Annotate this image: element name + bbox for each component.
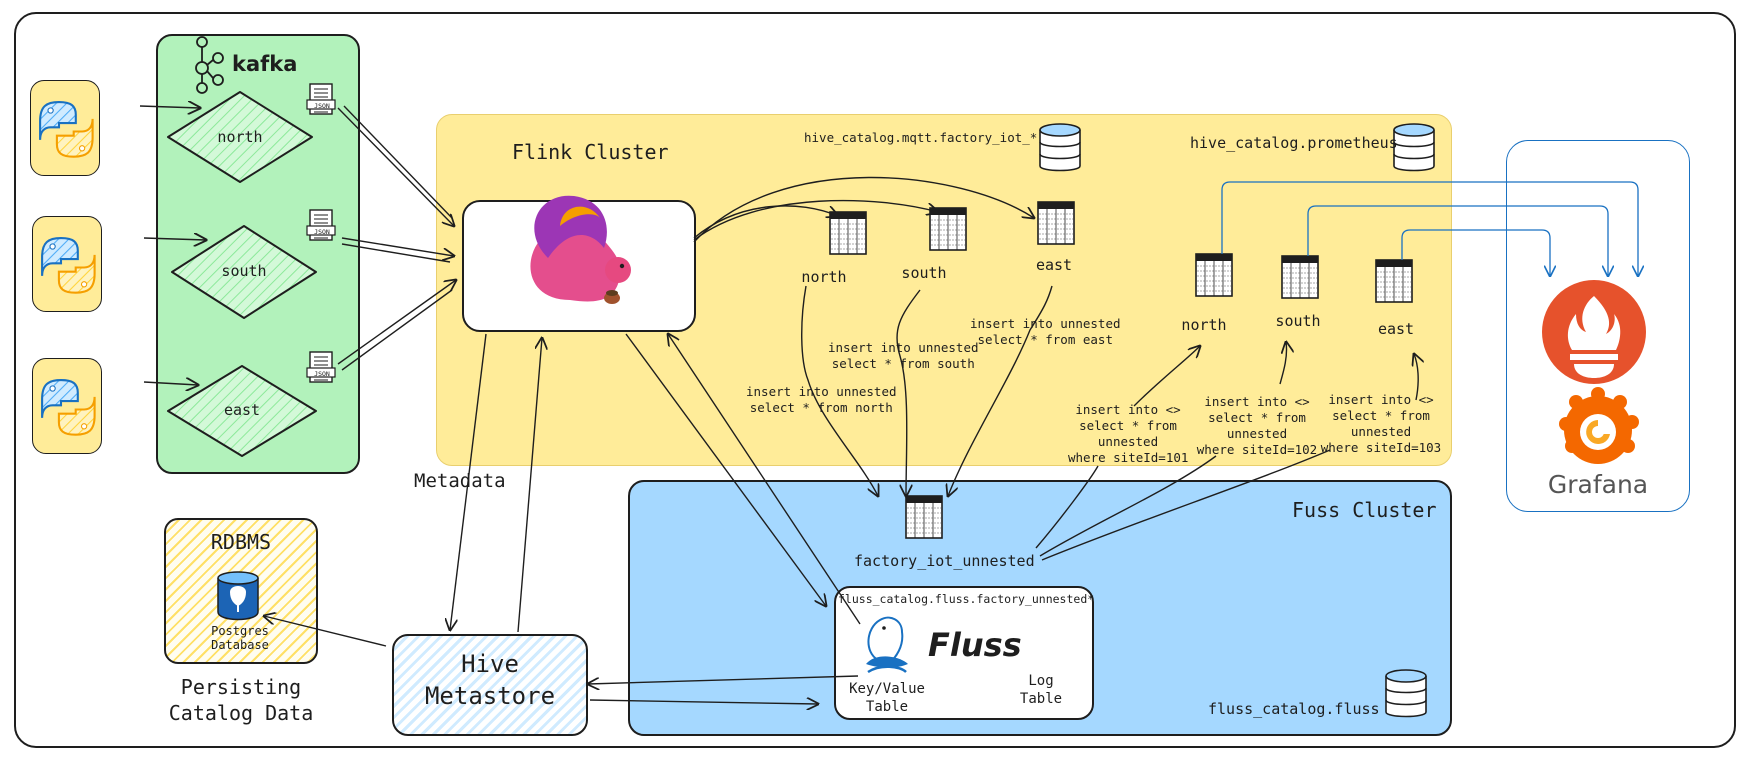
metadata-label: Metadata <box>414 470 506 492</box>
table-icon <box>929 207 967 251</box>
source-table-south-label: south <box>901 264 947 282</box>
diagram-frame <box>14 12 1736 748</box>
sink-table-south-label: south <box>1275 312 1321 330</box>
topic-north-label: north <box>217 128 263 146</box>
grafana-label: Grafana <box>1547 470 1649 499</box>
unnested-table-label: factory_iot_unnested <box>854 552 1035 570</box>
flink-fluss-arrows <box>625 334 861 625</box>
unnested-to-sink-arrows <box>1035 342 1418 561</box>
python-icon <box>41 379 96 436</box>
topic-south-label: south <box>221 262 267 280</box>
prometheus-to-grafana-links <box>1221 181 1638 276</box>
source-table-east-label: east <box>1035 256 1073 274</box>
json-label: JSON <box>314 102 330 110</box>
python-icon <box>39 101 94 158</box>
sink-table-north-label: north <box>1181 316 1227 334</box>
topic-east-diamond <box>167 365 317 457</box>
fluss-cluster-title: Fuss Cluster <box>1292 498 1437 522</box>
database-icon <box>1385 669 1427 718</box>
prometheus-icon <box>1542 280 1646 384</box>
table-icon <box>829 211 867 255</box>
table-icon <box>905 495 943 539</box>
postgres-icon <box>217 571 259 621</box>
flink-to-source-tables <box>693 176 1034 243</box>
kafka-to-flink-arrows <box>337 105 456 371</box>
hive-fluss-arrows <box>588 675 859 704</box>
table-icon <box>1281 255 1319 299</box>
fluss-catalog-header: fluss_catalog.fluss.factory_unnested* <box>838 592 1095 606</box>
database-icon <box>1393 123 1435 172</box>
kafka-title: kafka <box>232 52 298 76</box>
grafana-container <box>1506 140 1690 512</box>
topic-south-diamond <box>171 225 317 319</box>
fluss-seal-icon <box>866 616 908 674</box>
table-icon <box>1195 253 1233 297</box>
source-table-north-label: north <box>801 268 847 286</box>
hive-to-rdbms-arrow <box>264 616 387 647</box>
catalog-mqtt-label: hive_catalog.mqtt.factory_iot_* <box>804 130 1038 145</box>
producer-arrows <box>139 106 206 385</box>
database-icon <box>1039 123 1081 172</box>
rdbms-title: RDBMS <box>210 530 272 554</box>
kafka-icon <box>195 36 224 94</box>
fluss-logo-text: Fluss <box>928 626 1022 664</box>
source-to-unnested-arrows <box>801 285 1053 496</box>
table-icon <box>1037 201 1075 245</box>
python-icon <box>41 237 96 294</box>
table-icon <box>1375 259 1413 303</box>
flink-squirrel-icon <box>530 195 631 304</box>
json-label: JSON <box>314 370 330 378</box>
fluss-catalog-label: fluss_catalog.fluss <box>1208 700 1380 718</box>
json-label: JSON <box>314 228 330 236</box>
topic-north-diamond <box>167 91 313 183</box>
flink-cluster-title: Flink Cluster <box>512 140 669 164</box>
sink-table-east-label: east <box>1377 320 1415 338</box>
grafana-icon <box>1559 387 1639 464</box>
topic-east-label: east <box>223 401 261 419</box>
catalog-prometheus-label: hive_catalog.prometheus <box>1190 134 1398 152</box>
metadata-arrows <box>450 333 542 633</box>
